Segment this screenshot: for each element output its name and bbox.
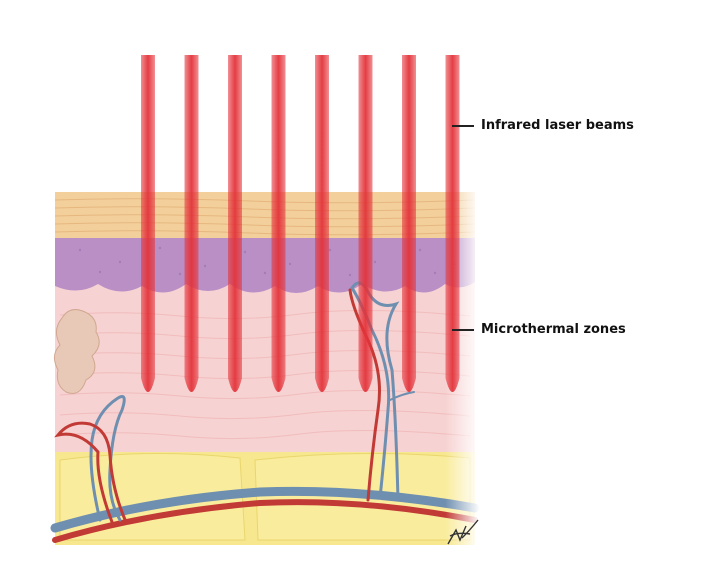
zones-label: Microthermal zones: [481, 322, 626, 337]
beams-label: Infrared laser beams: [481, 118, 634, 133]
laser-beam: [358, 55, 373, 392]
laser-beam: [445, 55, 460, 392]
artist-signature-icon: [447, 519, 479, 545]
laser-beam: [315, 55, 329, 392]
laser-beams: [141, 55, 460, 392]
sebaceous-gland: [54, 309, 100, 394]
laser-beam: [402, 55, 416, 392]
laser-beam: [271, 55, 286, 392]
laser-beam: [228, 55, 242, 392]
laser-beam: [184, 55, 199, 392]
fat-layer: [55, 452, 475, 545]
laser-beam: [141, 55, 155, 392]
basal-dots: [78, 246, 457, 277]
